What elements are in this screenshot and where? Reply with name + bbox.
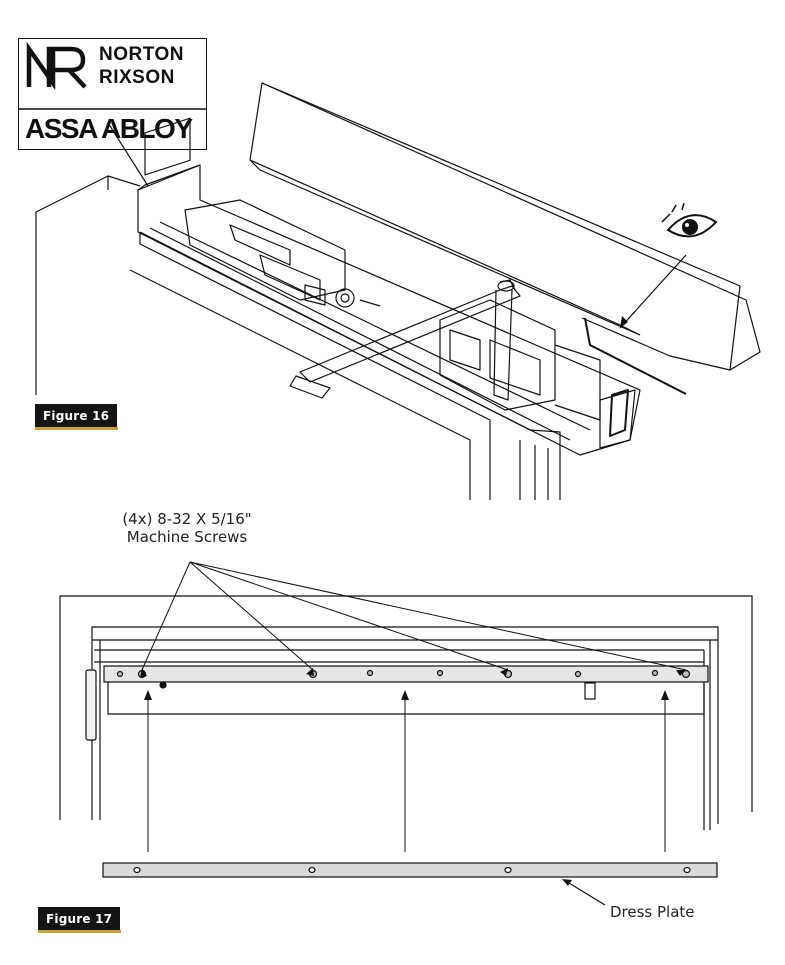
frame-outer [59,595,753,820]
screw-leader-lines [141,561,687,671]
operator-chassis [137,117,641,456]
parent-brand: ASSA ABLOY [25,113,193,144]
sight-line [619,254,687,329]
dress-plate-label: Dress Plate [610,903,695,921]
eye-icon [661,202,718,238]
install-arrows [147,692,666,852]
header-rail [94,649,704,663]
brand-line-1: NORTON [99,44,184,65]
figure-16-drawing [35,82,761,500]
dress-plate [102,862,718,878]
norton-rixson-logo: NORTON RIXSON ASSA ABLOY [18,38,207,150]
dress-plate-leader [563,879,606,906]
figure-16-label: Figure 16 [35,404,119,430]
operator-cover [249,82,761,395]
frame-left [35,175,141,395]
brand-line-2: RIXSON [99,67,175,88]
nr-monogram-icon [26,41,87,91]
logo-leader-line [109,125,149,187]
closer-arm [289,279,521,401]
screw-callout-line2: Machine Screws [126,528,248,546]
operator-body [103,665,709,683]
screw-callout: (4x) 8-32 X 5/16" Machine Screws [82,510,292,546]
logo-graphic [19,41,206,110]
figure-17-drawing [59,561,753,906]
screw-callout-line1: (4x) 8-32 X 5/16" [122,510,252,528]
pivot-arm [85,669,97,741]
dress-plate-holes [133,866,691,874]
figure-17-label: Figure 17 [38,907,122,933]
